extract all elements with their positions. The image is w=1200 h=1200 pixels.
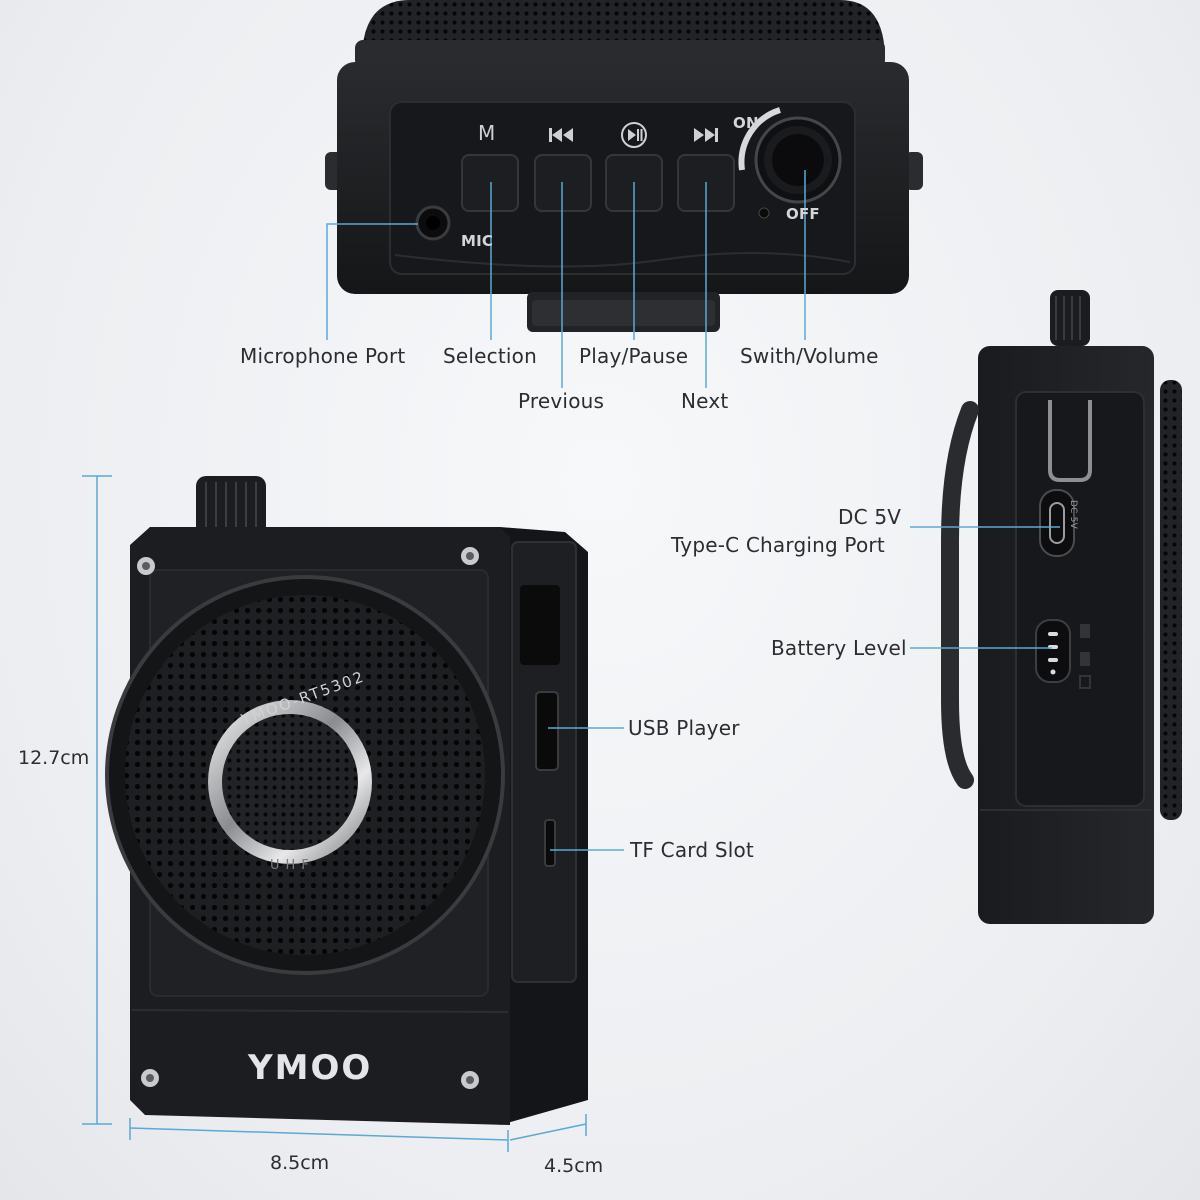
callout-next: Next [681,389,729,413]
brand-logo: YMOO [248,1048,373,1088]
callout-dc-5v: DC 5V [838,505,902,529]
callout-battery-level: Battery Level [771,636,907,660]
play-pause-icon [621,122,647,148]
callout-switch-volume: Swith/Volume [740,344,879,368]
previous-icon [549,128,573,142]
uhf-ring-text: UHF [270,858,315,873]
screws [137,547,479,1089]
callout-selection: Selection [443,344,537,368]
side-view-device [941,290,1182,924]
callout-lines [82,170,1060,1152]
callout-type-c-charging-port: Type-C Charging Port [671,533,885,557]
callout-tf-card-slot: TF Card Slot [630,838,754,862]
dimension-width: 8.5cm [270,1152,330,1174]
side-port-label: DC 5V [1068,500,1078,529]
callout-usb-player: USB Player [628,716,740,740]
callout-microphone-port: Microphone Port [240,344,406,368]
power-off-label: OFF [786,205,820,223]
dimension-height: 12.7cm [18,747,90,769]
dimension-depth: 4.5cm [544,1155,604,1177]
mode-button-label: M [478,121,496,145]
mic-port-label: MIC [461,232,494,250]
front-view-device [105,476,588,1125]
callout-previous: Previous [518,389,605,413]
power-on-label: ON [733,114,759,132]
callout-play-pause: Play/Pause [579,344,689,368]
top-view-device [325,0,923,332]
next-icon [694,128,718,142]
